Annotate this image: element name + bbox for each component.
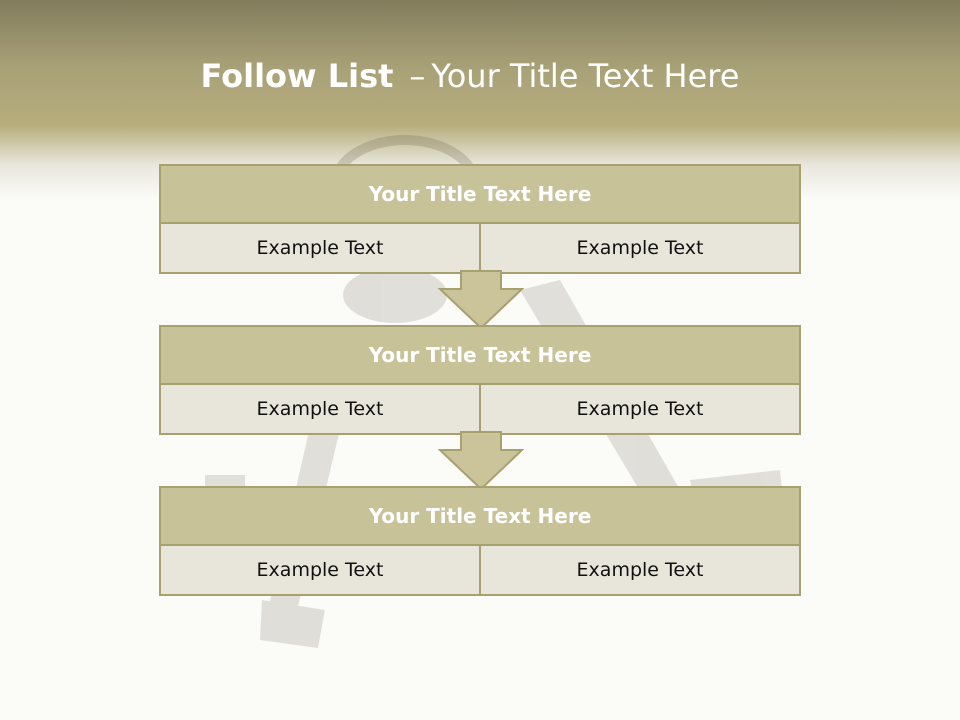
title-dash: – xyxy=(409,57,426,95)
block-cell-right: Example Text xyxy=(479,546,799,594)
block-cell-right: Example Text xyxy=(479,224,799,272)
list-block-1: Your Title Text Here Example Text Exampl… xyxy=(159,164,801,274)
list-block-3: Your Title Text Here Example Text Exampl… xyxy=(159,486,801,596)
block-title: Your Title Text Here xyxy=(161,166,799,224)
slide-title: Follow List–Your Title Text Here xyxy=(0,56,940,96)
block-cell-right: Example Text xyxy=(479,385,799,433)
block-row: Example Text Example Text xyxy=(161,385,799,433)
list-block-2: Your Title Text Here Example Text Exampl… xyxy=(159,325,801,435)
key-bit-left xyxy=(260,600,325,648)
key-bow-left xyxy=(343,267,447,323)
block-title: Your Title Text Here xyxy=(161,488,799,546)
down-arrow-icon xyxy=(438,270,524,330)
block-row: Example Text Example Text xyxy=(161,224,799,272)
block-cell-left: Example Text xyxy=(161,385,479,433)
block-title: Your Title Text Here xyxy=(161,327,799,385)
block-row: Example Text Example Text xyxy=(161,546,799,594)
block-cell-left: Example Text xyxy=(161,224,479,272)
down-arrow-icon xyxy=(438,431,524,491)
block-cell-left: Example Text xyxy=(161,546,479,594)
title-rest: Your Title Text Here xyxy=(431,57,740,95)
title-bold: Follow List xyxy=(200,57,394,95)
